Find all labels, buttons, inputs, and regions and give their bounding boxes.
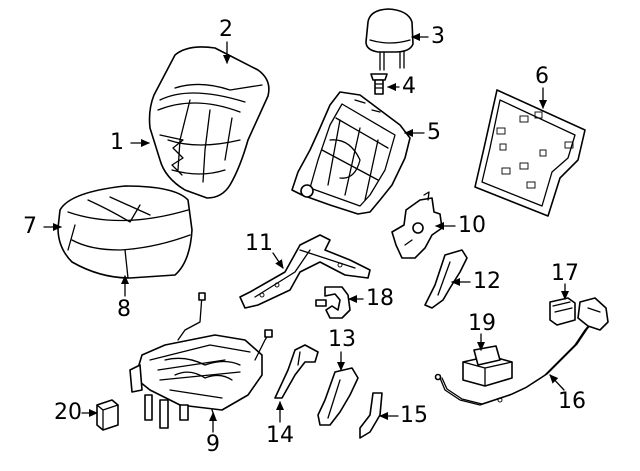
- frame-cover-part: [317, 367, 359, 426]
- callout-9: 9: [206, 432, 220, 457]
- callout-5: 5: [427, 120, 441, 145]
- leader-16: [549, 374, 565, 391]
- switch-part: [549, 297, 576, 326]
- callout-2: 2: [219, 17, 233, 42]
- seat-back-panel-part: [474, 89, 586, 217]
- headrest-part: [365, 8, 414, 71]
- callout-8: 8: [117, 297, 131, 322]
- leader-11: [272, 252, 284, 269]
- callout-4: 4: [402, 74, 416, 99]
- callout-11: 11: [245, 231, 273, 256]
- side-bracket-part: [274, 344, 319, 399]
- recliner-bracket-part: [391, 191, 443, 259]
- cross-bar-part: [239, 234, 371, 309]
- callout-13: 13: [328, 327, 356, 352]
- clip-part: [315, 286, 351, 319]
- callout-17: 17: [551, 261, 579, 286]
- callout-14: 14: [266, 423, 294, 448]
- callout-1: 1: [110, 130, 124, 155]
- seat-frame-part: [129, 292, 273, 429]
- wiring-harness-part: [434, 297, 609, 406]
- callout-12: 12: [473, 269, 501, 294]
- trim-strip-part: [359, 392, 383, 439]
- callout-20: 20: [54, 400, 82, 425]
- connector-block-part: [96, 399, 119, 431]
- seat-back-frame-part: [291, 91, 411, 215]
- callout-18: 18: [366, 286, 394, 311]
- side-trim-part: [424, 249, 468, 309]
- headrest-guide-part: [370, 73, 388, 95]
- callout-16: 16: [558, 389, 586, 414]
- module-part: [462, 345, 513, 387]
- callout-19: 19: [468, 311, 496, 336]
- callout-7: 7: [23, 214, 37, 239]
- callout-15: 15: [400, 403, 428, 428]
- callout-10: 10: [458, 213, 486, 238]
- seat-back-cover-part: [148, 46, 270, 199]
- callout-6: 6: [535, 64, 549, 89]
- leader-lines: [43, 33, 569, 433]
- callout-3: 3: [431, 24, 445, 49]
- seat-cushion-cover-part: [57, 185, 193, 279]
